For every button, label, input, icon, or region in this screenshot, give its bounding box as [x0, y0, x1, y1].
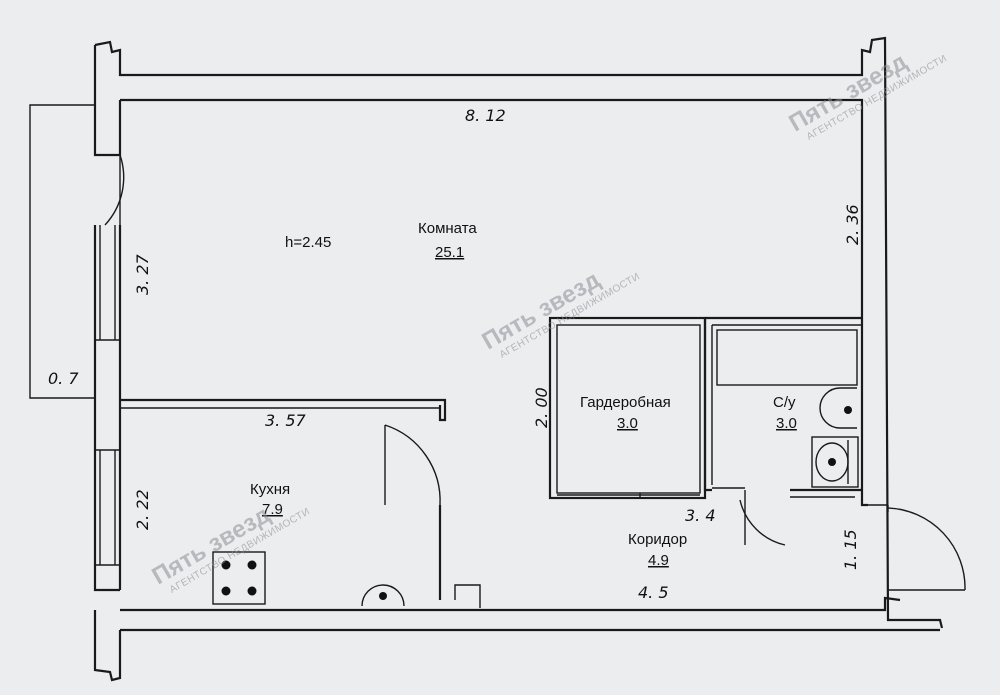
kitchen-sink	[361, 584, 405, 607]
bathroom-sink	[819, 387, 857, 429]
dim-bottom-wall: 4. 5	[638, 583, 669, 602]
wardrobe-area: 3.0	[617, 415, 638, 432]
dim-wardrobe-height: 2. 00	[532, 387, 551, 428]
dim-top-wall: 8. 12	[465, 106, 506, 125]
stove	[212, 551, 266, 605]
bathroom-door	[739, 490, 786, 546]
kitchen-area: 7.9	[262, 501, 283, 518]
watermark-top-right: Пять звезд АГЕНТСТВО НЕДВИЖИМОСТИ	[785, 48, 950, 143]
kitchen-partition	[120, 398, 481, 608]
dim-left-balcony: 0. 7	[48, 369, 79, 388]
bathroom-area: 3.0	[776, 415, 797, 432]
dim-entrance: 1. 15	[841, 529, 860, 570]
corridor-name: Коридор	[628, 531, 687, 548]
kitchen-name: Кухня	[250, 481, 290, 498]
corridor-area: 4.9	[648, 552, 669, 569]
dim-kitchen-wall: 3. 57	[265, 411, 307, 430]
window-left	[95, 225, 120, 566]
bathtub	[716, 329, 858, 386]
main-room-area: 25.1	[435, 244, 464, 261]
entrance-door	[868, 504, 966, 591]
toilet	[811, 436, 859, 488]
wardrobe-name: Гардеробная	[580, 394, 671, 411]
balcony-door	[104, 154, 125, 226]
dim-left-upper: 3. 27	[133, 253, 152, 295]
main-room-name: Комната	[418, 220, 477, 237]
watermark-center: Пять звезд АГЕНТСТВО НЕДВИЖИМОСТИ	[478, 266, 643, 361]
watermark-bottom-left: Пять звезд АГЕНТСТВО НЕДВИЖИМОСТИ	[148, 501, 313, 596]
dim-left-lower: 2. 22	[133, 489, 152, 530]
bathroom-walls	[703, 316, 862, 498]
bathroom-name: С/у	[773, 394, 796, 411]
room-height: h=2.45	[285, 234, 331, 251]
dim-corridor-gap: 3. 4	[685, 506, 716, 525]
balcony-outline	[29, 104, 95, 399]
dim-right-wall: 2. 36	[843, 204, 862, 245]
